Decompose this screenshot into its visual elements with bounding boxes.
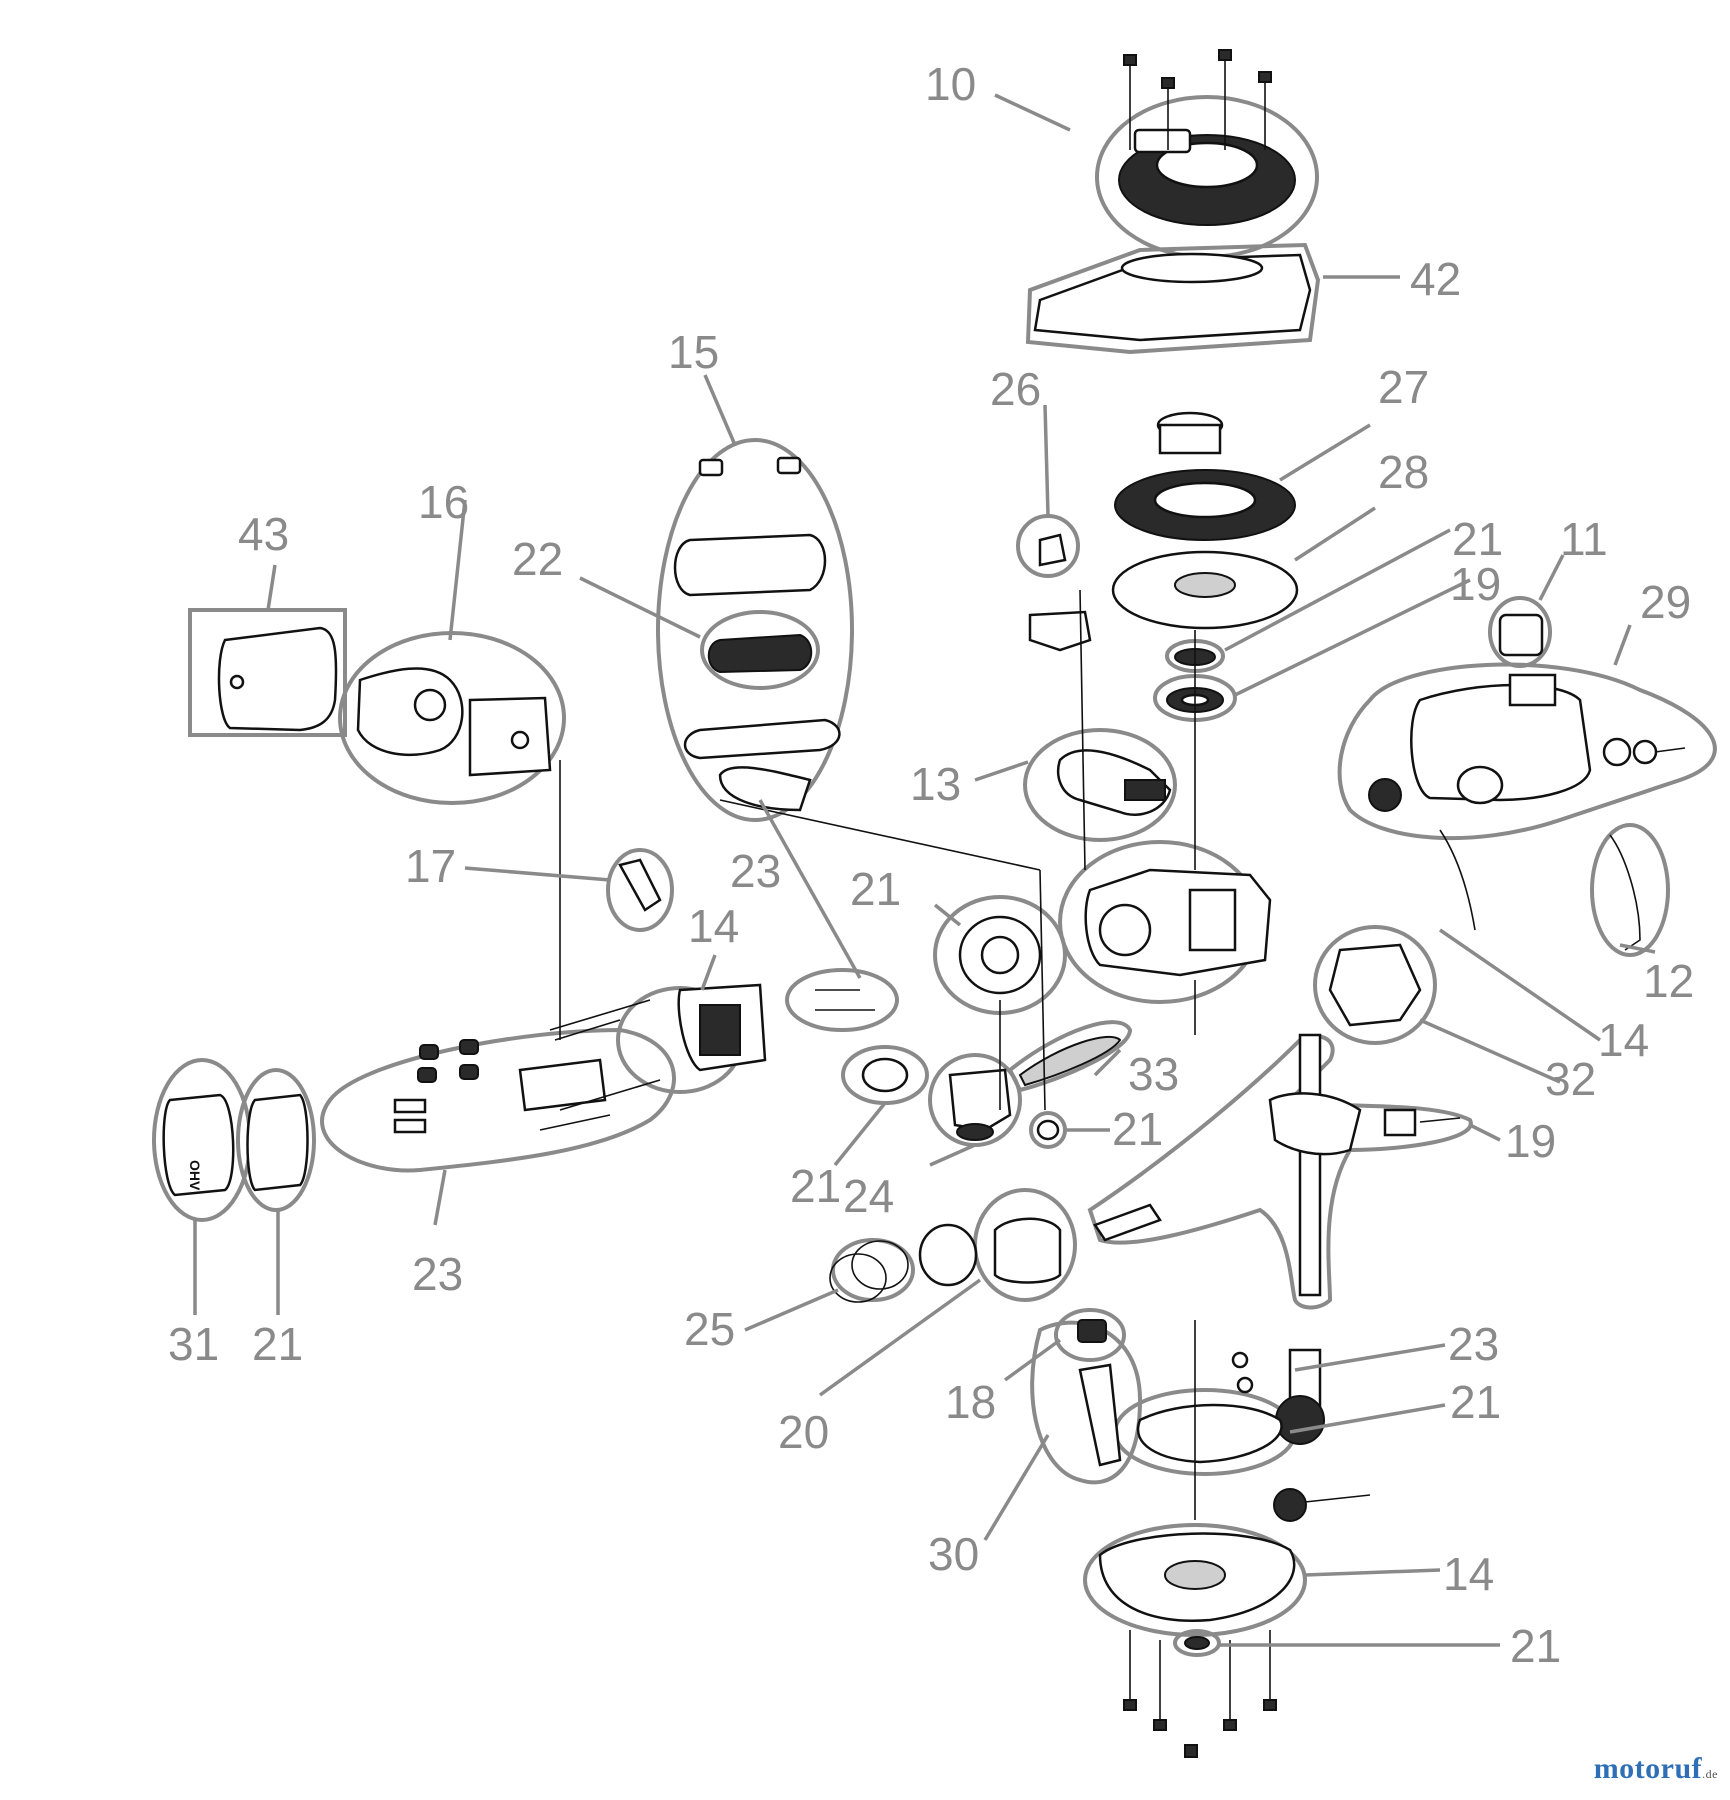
callout-17: 17 bbox=[405, 840, 456, 892]
group-rocker-gasket bbox=[236, 1068, 316, 1212]
piston-ring-2 bbox=[851, 1240, 909, 1290]
fuel-cap bbox=[1498, 613, 1544, 657]
piston bbox=[993, 1217, 1062, 1284]
crankcase-bolts bbox=[1123, 1630, 1277, 1758]
group-fuel-tank bbox=[1337, 662, 1717, 841]
crankshaft bbox=[1268, 1033, 1461, 1297]
callout-42: 42 bbox=[1410, 253, 1461, 305]
callout-21f: 21 bbox=[1450, 1376, 1501, 1428]
assembly-lines bbox=[559, 589, 1196, 1520]
leader-lines bbox=[193, 93, 1656, 1647]
callout-12: 12 bbox=[1643, 955, 1694, 1007]
callout-21g: 21 bbox=[1510, 1620, 1561, 1672]
crankcase-gasket bbox=[1136, 1403, 1283, 1464]
callout-14b: 14 bbox=[1598, 1014, 1649, 1066]
group-spark-plug bbox=[606, 848, 674, 932]
callout-11: 11 bbox=[1560, 513, 1608, 565]
air-filter-cover bbox=[673, 533, 827, 597]
fuel-line bbox=[1609, 834, 1641, 951]
recoil-starter bbox=[1118, 49, 1296, 226]
group-dipstick bbox=[1054, 1308, 1126, 1362]
valve-train-parts bbox=[393, 999, 661, 1134]
group-fan-cover bbox=[1025, 242, 1321, 355]
callout-22: 22 bbox=[512, 533, 563, 585]
group-piston-rings bbox=[831, 1238, 915, 1302]
parts: OHV bbox=[162, 49, 1686, 1758]
callout-43: 43 bbox=[238, 508, 289, 560]
group-muffler-guard bbox=[188, 608, 347, 737]
air-guide bbox=[1018, 1035, 1122, 1087]
drain-seal bbox=[1184, 1636, 1210, 1650]
callout-18: 18 bbox=[945, 1376, 996, 1428]
group-ignition-bracket bbox=[1016, 514, 1080, 578]
group-air-guide bbox=[1007, 1020, 1133, 1093]
camshaft bbox=[1231, 1348, 1325, 1445]
group-crankcase-cover bbox=[1083, 1523, 1307, 1637]
muffler bbox=[356, 667, 464, 757]
callout-21d: 21 bbox=[790, 1160, 841, 1212]
watermark-suffix: .de bbox=[1702, 1767, 1718, 1781]
spark-plug bbox=[618, 858, 662, 912]
rocker-cover-gasket bbox=[246, 1093, 309, 1192]
callout-14c: 14 bbox=[1443, 1548, 1494, 1600]
callout-16: 16 bbox=[418, 476, 469, 528]
callout-28: 28 bbox=[1378, 446, 1429, 498]
callout-23c: 23 bbox=[1448, 1318, 1499, 1370]
svg-text:OHV: OHV bbox=[187, 1160, 203, 1191]
group-fuel-line bbox=[1590, 823, 1670, 957]
ignition-bracket bbox=[1038, 533, 1067, 567]
piston-ring-1 bbox=[829, 1253, 887, 1303]
callout-24: 24 bbox=[843, 1170, 894, 1222]
callout-32: 32 bbox=[1545, 1053, 1596, 1105]
group-ignition-coil bbox=[1023, 728, 1177, 842]
callout-31: 31 bbox=[168, 1318, 219, 1370]
governor-assembly bbox=[1328, 943, 1422, 1027]
callout-29: 29 bbox=[1640, 576, 1691, 628]
callout-21e: 21 bbox=[252, 1318, 303, 1370]
callout-19a: 19 bbox=[1450, 558, 1501, 610]
connecting-rod bbox=[1093, 1203, 1162, 1242]
group-governor bbox=[1313, 925, 1437, 1045]
dipstick-cap bbox=[1077, 1319, 1107, 1343]
air-filter-element bbox=[707, 633, 813, 674]
group-filter-element bbox=[700, 610, 820, 690]
callout-20: 20 bbox=[778, 1406, 829, 1458]
intake-gasket bbox=[861, 1057, 909, 1093]
callout-21a: 21 bbox=[1452, 513, 1503, 565]
rocker-cover bbox=[162, 1093, 235, 1197]
group-air-filter bbox=[656, 438, 854, 822]
callout-21b: 21 bbox=[850, 863, 901, 915]
watermark-text: motoruf bbox=[1593, 1752, 1703, 1785]
carburetor bbox=[948, 1068, 1012, 1132]
fuel-tank bbox=[1410, 683, 1592, 802]
callout-13: 13 bbox=[910, 758, 961, 810]
callout-23a: 23 bbox=[730, 845, 781, 897]
callout-21c: 21 bbox=[1112, 1103, 1163, 1155]
callout-14a: 14 bbox=[688, 900, 739, 952]
callout-15: 15 bbox=[668, 326, 719, 378]
callout-26: 26 bbox=[990, 363, 1041, 415]
watermark-logo: motoruf.de bbox=[1594, 1752, 1718, 1786]
oil-filler-tube bbox=[1078, 1363, 1122, 1467]
callout-33: 33 bbox=[1128, 1048, 1179, 1100]
group-valve-bolts bbox=[785, 968, 899, 1032]
callout-25: 25 bbox=[684, 1303, 735, 1355]
callout-30: 30 bbox=[928, 1528, 979, 1580]
callout-10: 10 bbox=[925, 58, 976, 110]
callout-19b: 19 bbox=[1505, 1115, 1556, 1167]
group-drain-seal bbox=[1173, 1629, 1221, 1657]
muffler-guard bbox=[217, 626, 338, 732]
callout-labels: 10 42 15 26 27 28 16 43 22 21 11 19 29 1… bbox=[168, 58, 1694, 1672]
carburetor-gasket bbox=[1036, 1119, 1060, 1141]
fuel-tank-neck bbox=[1508, 673, 1557, 707]
callout-23b: 23 bbox=[412, 1248, 463, 1300]
callout-27: 27 bbox=[1378, 361, 1429, 413]
